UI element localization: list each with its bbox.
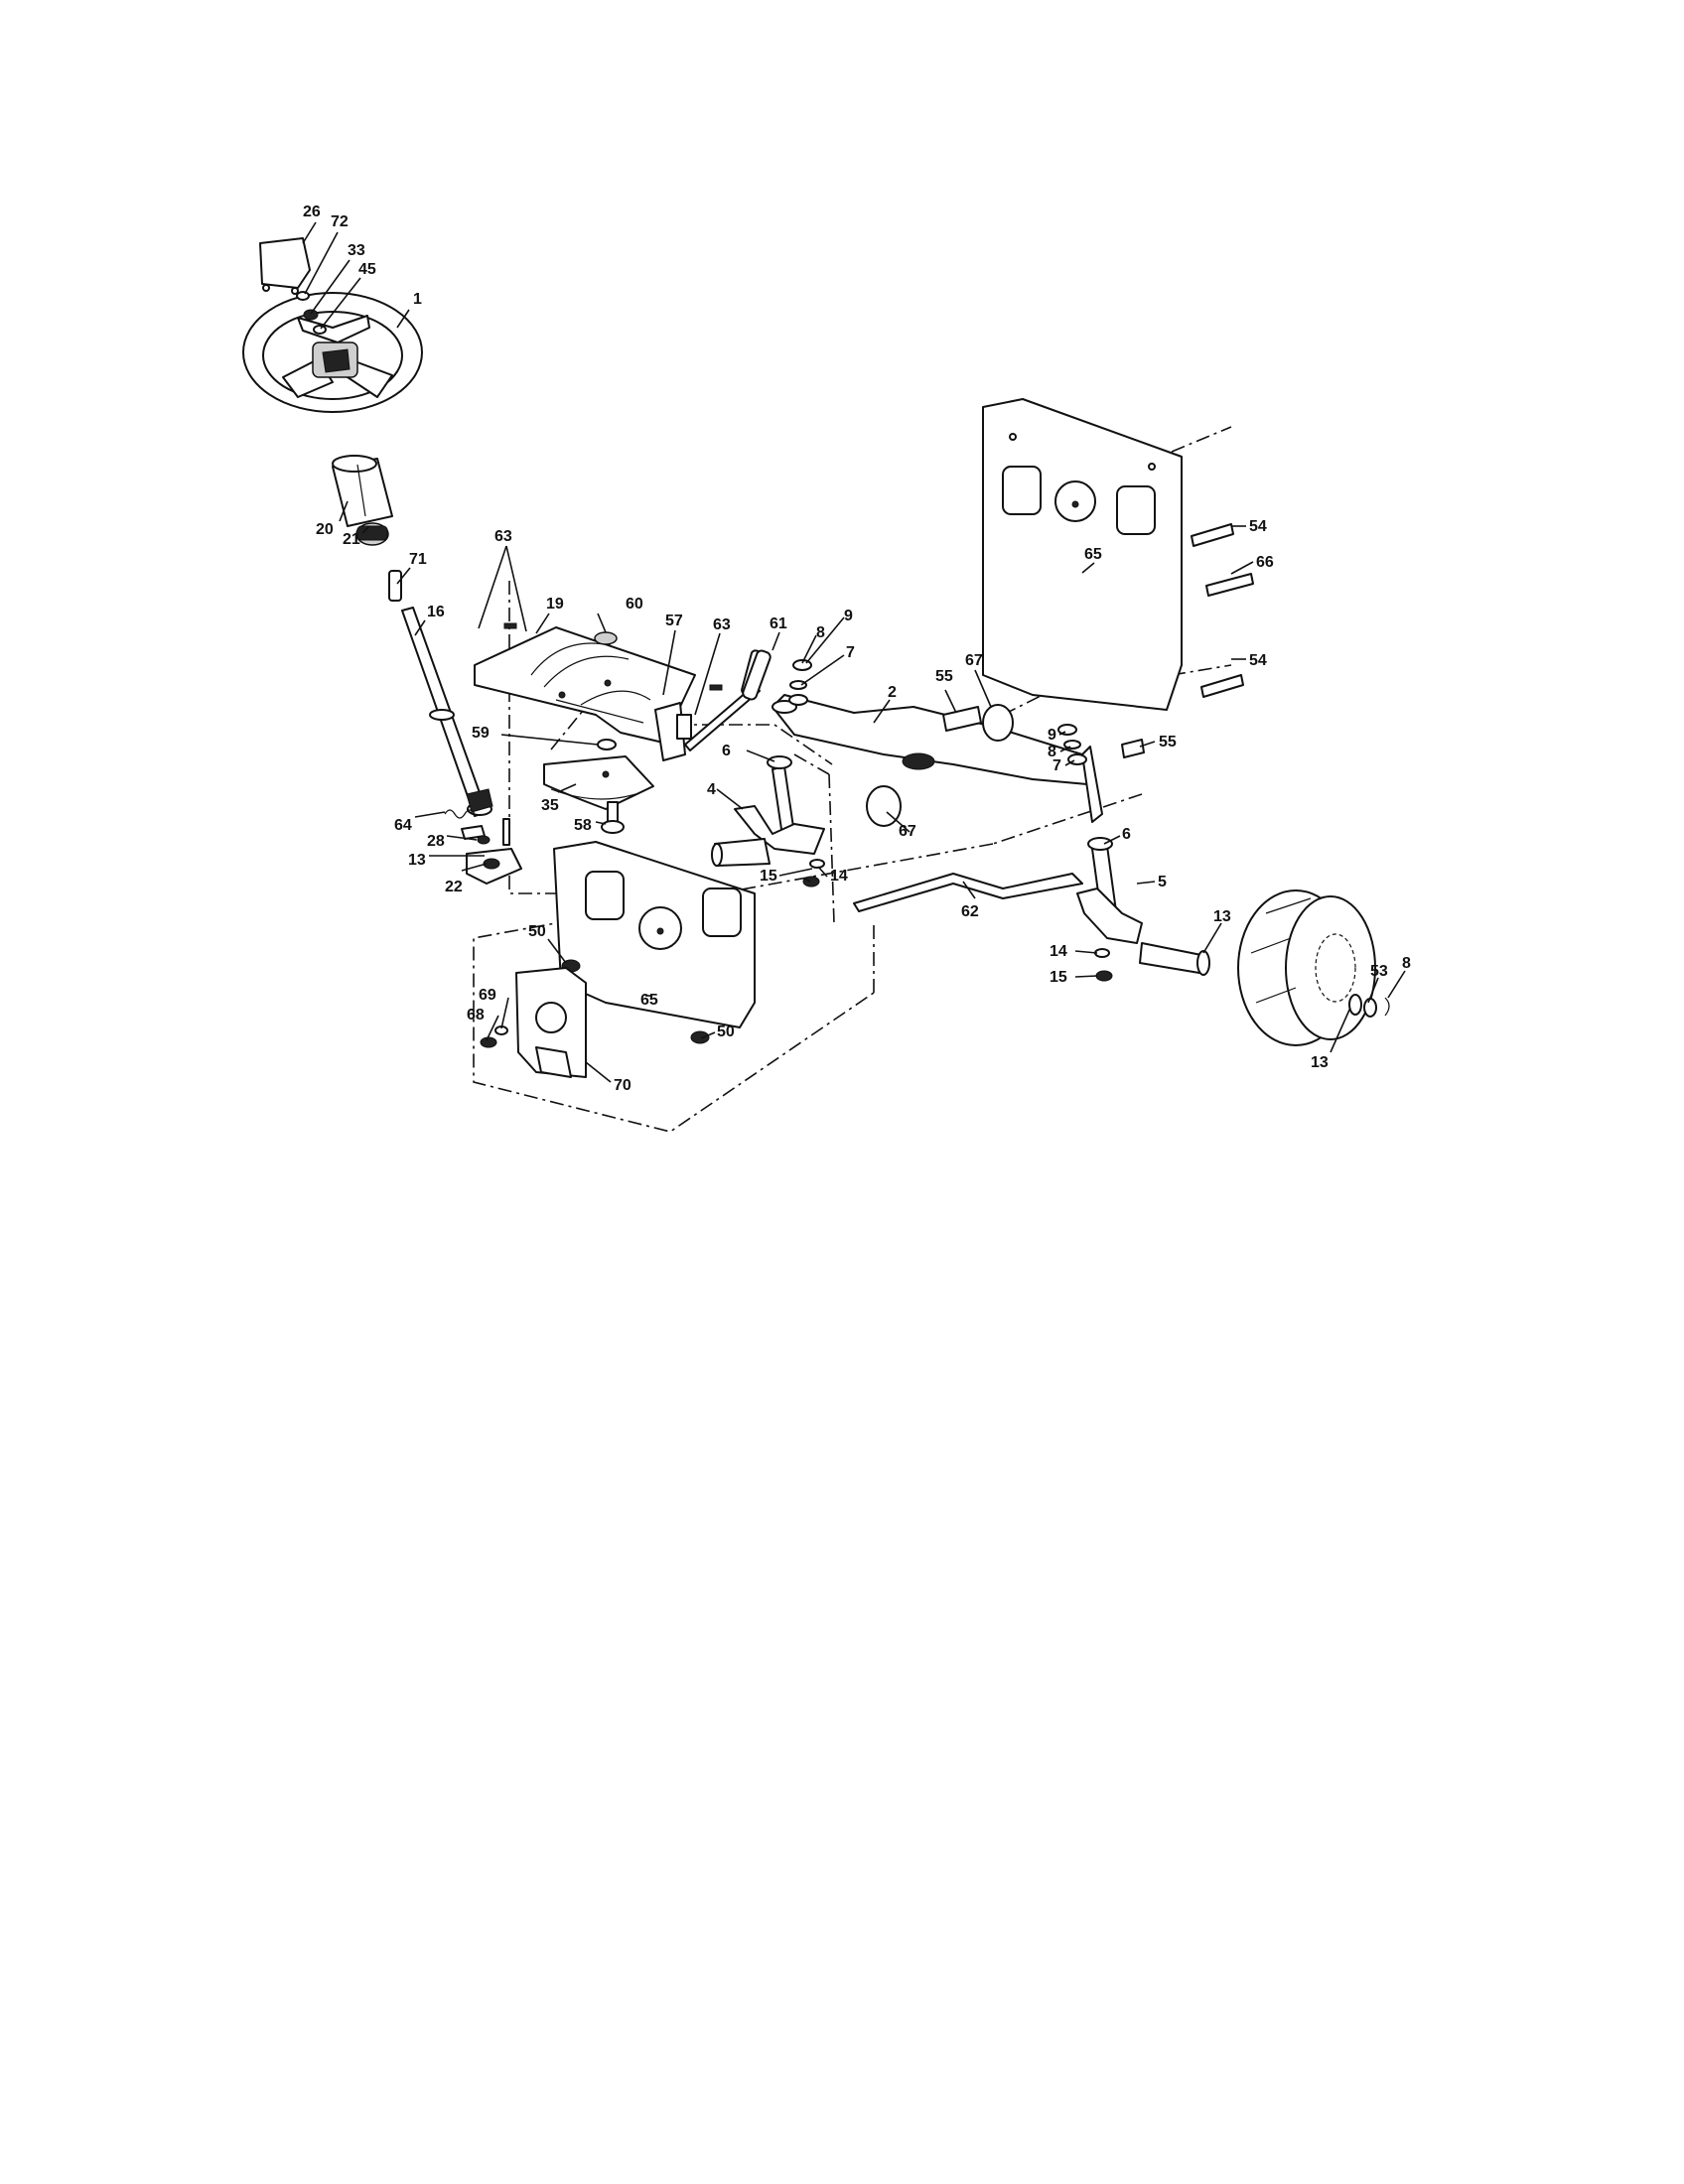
- side-panel-left: [553, 841, 756, 1028]
- leader-lines: [302, 221, 1406, 1083]
- label-part-57: 57: [665, 613, 683, 629]
- panel-bolts: [561, 523, 1254, 1044]
- label-part-53: 53: [1370, 963, 1388, 980]
- label-part-19: 19: [546, 596, 564, 613]
- label-part-6a: 6: [722, 743, 731, 759]
- label-part-13b: 13: [1213, 908, 1231, 925]
- label-part-6b: 6: [1122, 826, 1131, 843]
- label-part-9a: 9: [844, 608, 853, 624]
- label-part-26: 26: [303, 204, 321, 220]
- label-part-5: 5: [1158, 874, 1167, 890]
- label-part-15a: 15: [760, 868, 777, 885]
- steering-shaft: [401, 607, 493, 817]
- label-part-55b: 55: [1159, 734, 1177, 751]
- steering-wheel-cap: [259, 237, 311, 295]
- plate-nut: [594, 631, 618, 645]
- steering-gear: [355, 522, 389, 546]
- washer-59: [597, 739, 617, 751]
- label-part-28: 28: [427, 833, 445, 850]
- label-part-69: 69: [479, 987, 496, 1004]
- bracket-hardware-68-69: [480, 1025, 508, 1048]
- label-part-7b: 7: [1052, 757, 1061, 774]
- label-part-59: 59: [472, 725, 490, 742]
- drag-link-bracket: [654, 702, 692, 761]
- label-part-61: 61: [770, 615, 787, 632]
- label-part-1: 1: [413, 291, 422, 308]
- shaft-spacer: [388, 570, 402, 602]
- label-part-16: 16: [427, 604, 445, 620]
- label-part-63b: 63: [713, 616, 731, 633]
- label-part-8c: 8: [1402, 955, 1411, 972]
- pivot-bolt: [601, 801, 625, 834]
- label-part-60: 60: [626, 596, 643, 613]
- label-part-22: 22: [445, 879, 463, 895]
- label-part-63a: 63: [494, 528, 512, 545]
- label-part-9b: 9: [1048, 727, 1056, 744]
- shaft-bracket: [461, 818, 522, 885]
- label-part-58: 58: [574, 817, 592, 834]
- front-wheel: [1196, 889, 1390, 1046]
- label-part-20: 20: [316, 521, 334, 538]
- plate-bolts: [503, 622, 723, 691]
- axle-hardware: [742, 649, 1145, 827]
- tie-rod: [853, 873, 1083, 912]
- label-part-55a: 55: [935, 668, 953, 685]
- label-part-33: 33: [348, 242, 365, 259]
- label-part-62: 62: [961, 903, 979, 920]
- label-part-64: 64: [394, 817, 412, 834]
- label-part-15b: 15: [1050, 969, 1067, 986]
- label-part-14b: 14: [1050, 943, 1067, 960]
- label-part-14a: 14: [830, 868, 848, 885]
- bracket-hardware-28: [477, 835, 491, 845]
- label-part-7a: 7: [846, 644, 855, 661]
- label-part-35: 35: [541, 797, 559, 814]
- lower-bracket-70: [515, 967, 587, 1078]
- steering-sector: [543, 755, 654, 810]
- steering-wheel: [242, 292, 423, 413]
- steering-wheel-hardware: [296, 291, 327, 335]
- front-axle: [772, 694, 1103, 823]
- label-part-45: 45: [358, 261, 376, 278]
- label-part-13c: 13: [1311, 1054, 1329, 1071]
- side-panel-right: [982, 398, 1183, 711]
- label-part-8b: 8: [1048, 744, 1056, 760]
- return-spring: [444, 809, 476, 819]
- label-part-4: 4: [707, 781, 716, 798]
- label-part-8a: 8: [816, 624, 825, 641]
- label-part-72: 72: [331, 213, 349, 230]
- steering-plate: [474, 626, 696, 744]
- label-part-54a: 54: [1249, 518, 1267, 535]
- part-labels: 26 72 33 45 1 20 21 71 16 63 19 60 57 63…: [303, 204, 1411, 1094]
- label-part-67b: 67: [899, 823, 916, 840]
- spindle-right: [1076, 845, 1202, 974]
- label-part-50a: 50: [528, 923, 546, 940]
- label-part-71: 71: [409, 551, 427, 568]
- label-part-54b: 54: [1249, 652, 1267, 669]
- label-part-66: 66: [1256, 554, 1274, 571]
- label-part-13a: 13: [408, 852, 426, 869]
- label-part-21: 21: [343, 531, 360, 548]
- label-part-2: 2: [888, 684, 897, 701]
- label-part-68: 68: [467, 1007, 485, 1024]
- label-part-67a: 67: [965, 652, 983, 669]
- label-part-50b: 50: [717, 1024, 735, 1040]
- label-part-65a: 65: [1084, 546, 1102, 563]
- spindle-left: [711, 765, 825, 867]
- label-part-65b: 65: [640, 992, 658, 1009]
- steering-column-boot: [332, 455, 393, 527]
- label-part-70: 70: [614, 1077, 632, 1094]
